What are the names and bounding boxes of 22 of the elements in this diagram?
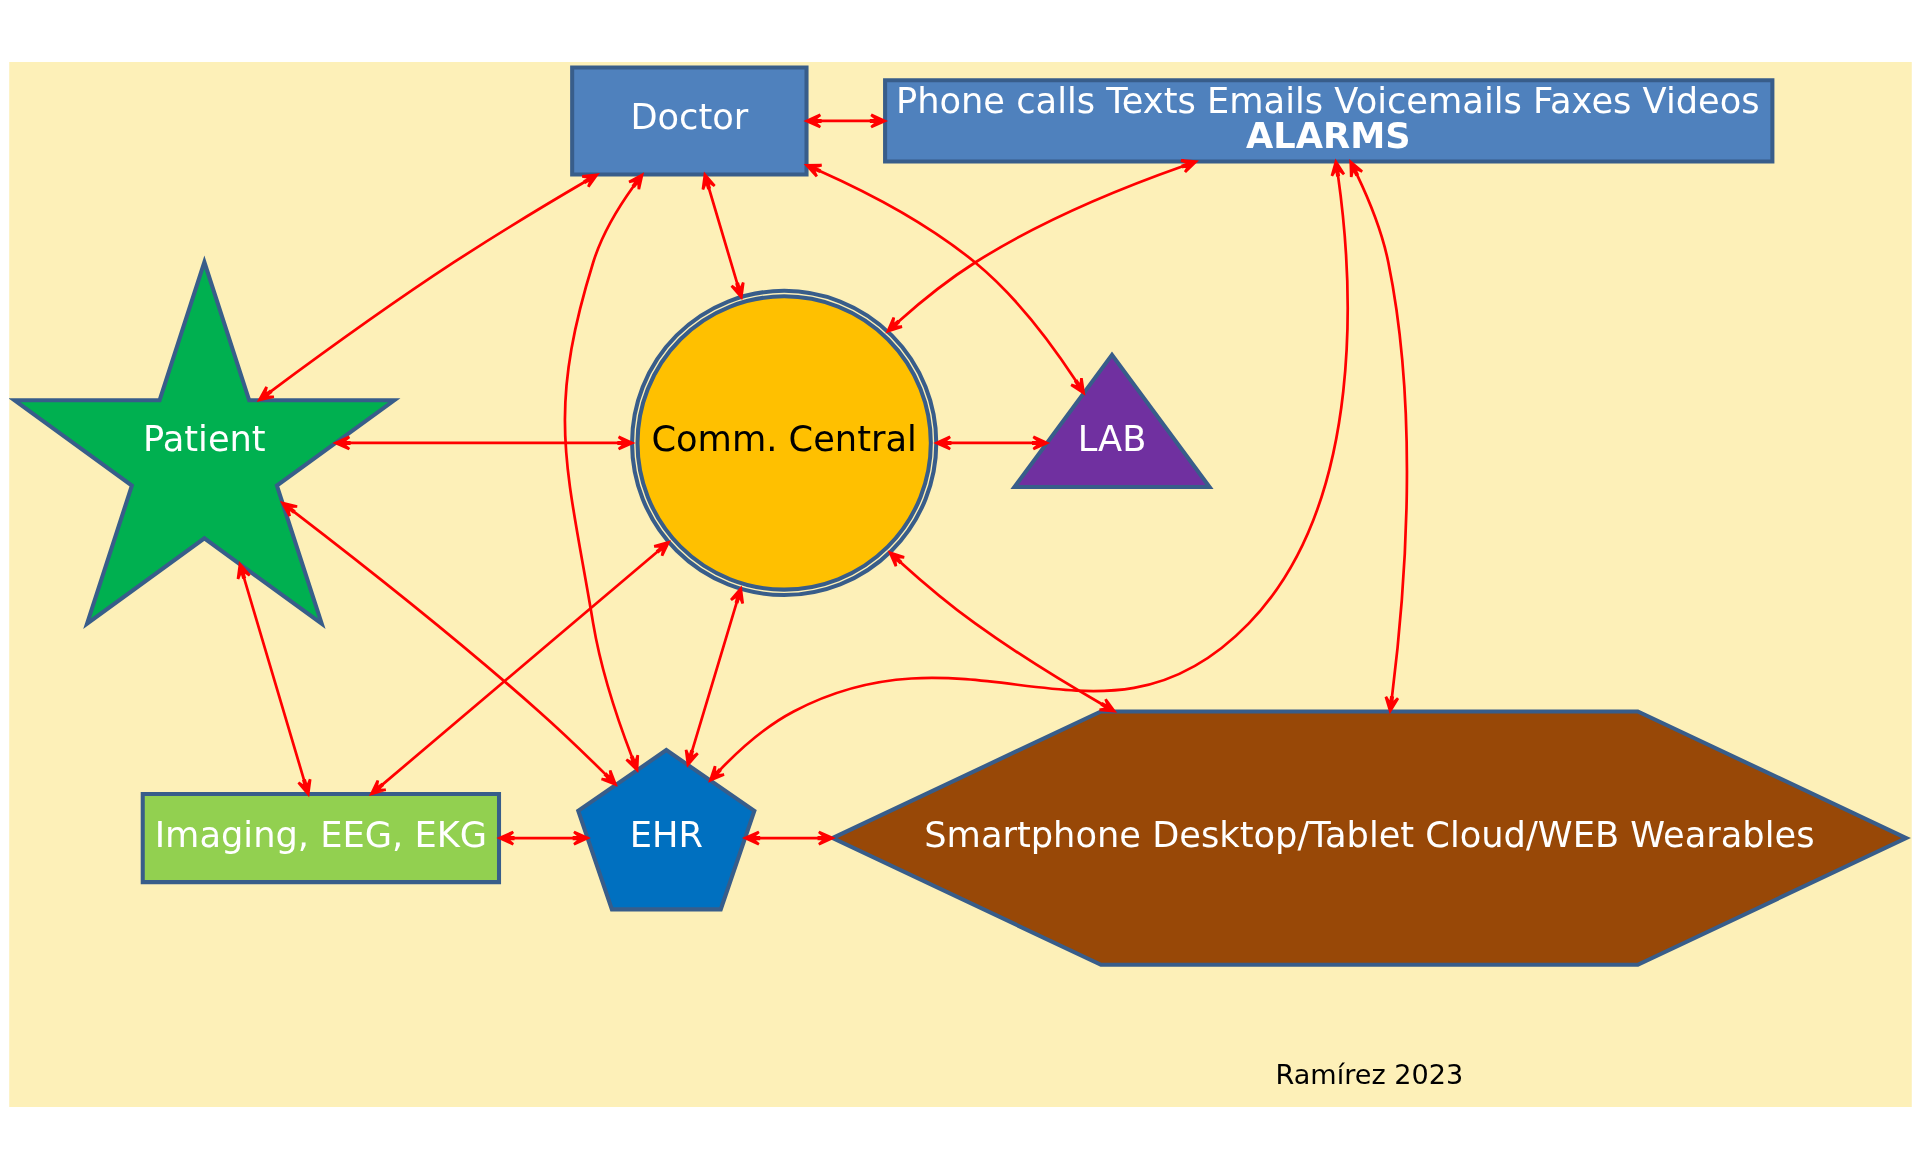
arrow (497, 830, 589, 846)
arrow (257, 172, 598, 401)
arrow (333, 435, 634, 450)
node-circle: Comm. Central (629, 288, 938, 597)
arrow (886, 158, 1197, 333)
arrow (888, 550, 1116, 713)
arrow (369, 540, 670, 795)
node-box: Doctor (569, 64, 809, 176)
arrow (804, 163, 1085, 394)
arrow (280, 501, 617, 786)
arrow (804, 112, 886, 128)
label: Ramírez 2023 (1275, 1058, 1463, 1090)
arrow (684, 586, 744, 766)
arrow (701, 172, 745, 299)
node-box: Phone calls Texts Emails Voicemails Faxes Videos ALARMS (882, 77, 1774, 164)
arrow (743, 830, 834, 846)
node-box: Imaging, EEG, EKG (140, 791, 501, 884)
arrow (934, 435, 1048, 450)
arrow (708, 159, 1349, 782)
arrow (236, 562, 312, 795)
arrow (563, 172, 643, 771)
arrow (1348, 160, 1408, 712)
